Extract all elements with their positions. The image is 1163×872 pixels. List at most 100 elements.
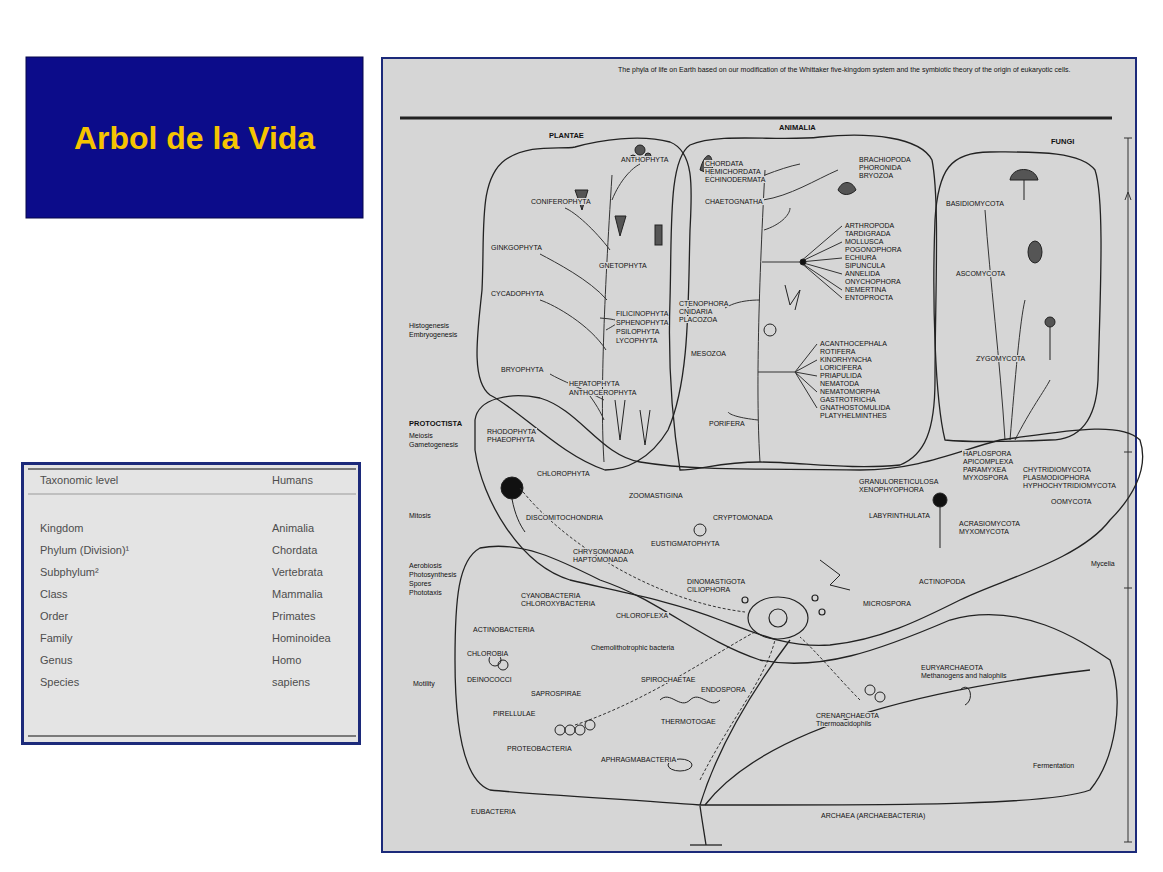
symbiosis-lines xyxy=(575,632,755,725)
phylum-name: EUBACTERIA xyxy=(470,808,517,815)
phylum-name: HYPHOCHYTRIDIOMYCOTA xyxy=(1022,482,1117,489)
table-cell: Kingdom xyxy=(40,522,83,534)
phylum-name: GNATHOSTOMULIDA xyxy=(819,404,891,411)
animal-icons xyxy=(700,156,856,336)
phylum-name: PIRELLULAE xyxy=(492,710,536,717)
animal-icons xyxy=(800,259,806,265)
phylum-name: CHYTRIDIOMYCOTA xyxy=(1022,466,1092,473)
figure-panel xyxy=(382,58,1136,852)
plant-branches xyxy=(540,254,607,300)
protist-icons xyxy=(933,493,947,507)
phylum-name: HEPATOPHYTA xyxy=(568,380,620,387)
bacteria-icons xyxy=(498,660,508,670)
table-cell: sapiens xyxy=(272,676,310,688)
phylum-name: Chemolithotrophic bacteria xyxy=(590,644,675,651)
time-axis xyxy=(1124,842,1132,843)
phylum-name: ANTHOCEROPHYTA xyxy=(568,389,638,396)
process-note: Spores xyxy=(408,580,432,587)
table-cell: Hominoidea xyxy=(272,632,331,644)
animal-branches xyxy=(765,164,800,175)
process-note: Embryogenesis xyxy=(408,331,458,338)
phylum-name: APICOMPLEXA xyxy=(962,458,1014,465)
table-cell: Family xyxy=(40,632,72,644)
phylum-name: KINORHYNCHA xyxy=(819,356,873,363)
kingdom-name: PROTOCTISTA xyxy=(408,420,463,428)
animal-icons xyxy=(838,183,856,195)
animal-branches xyxy=(795,344,817,408)
phylum-name: ARCHAEA (ARCHAEBACTERIA) xyxy=(820,812,926,819)
eukaryotic-cell xyxy=(819,609,825,615)
plant-icons xyxy=(640,410,650,445)
trunk xyxy=(690,640,1090,845)
phylum-name: PHORONIDA xyxy=(858,164,902,171)
phylum-name: CHLOROFLEXA xyxy=(615,612,669,619)
protist-icons xyxy=(512,499,525,532)
protist-icons xyxy=(694,524,706,536)
kingdom-region: PROTOCTISTARHODOPHYTAPHAEOPHYTACHLOROPHY… xyxy=(404,388,1146,652)
phylum-name: LORICIFERA xyxy=(819,364,863,371)
phylum-name: CHAETOGNATHA xyxy=(704,198,764,205)
eukaryotic-cell xyxy=(748,597,808,639)
title-panel xyxy=(26,57,363,218)
phylum-name: BRACHIOPODA xyxy=(858,156,912,163)
phylum-name: ENTOPROCTA xyxy=(844,294,894,301)
fungi-branches xyxy=(1015,380,1050,440)
column-header: Humans xyxy=(272,474,313,486)
protist-icons xyxy=(501,477,523,499)
time-axis xyxy=(1124,452,1132,453)
process-note: Fermentation xyxy=(1032,762,1075,769)
fungi-icons xyxy=(1024,180,1025,200)
fungi-icons xyxy=(1050,327,1051,360)
phylum-name: HAPLOSPORA xyxy=(962,450,1012,457)
phylum-name: ZYGOMYCOTA xyxy=(975,355,1026,362)
phylum-name: CYANOBACTERIA xyxy=(520,592,581,599)
phylum-name: CHLOROPHYTA xyxy=(536,470,591,477)
bacteria-icons xyxy=(565,725,575,735)
title-panel xyxy=(26,57,363,218)
phylum-name: CTENOPHORA xyxy=(678,300,729,307)
region-outline xyxy=(455,546,1117,805)
kingdom-region: PLANTAEANTHOPHYTACONIFEROPHYTAGINKGOPHYT… xyxy=(470,126,702,476)
phylum-name: POGONOPHORA xyxy=(844,246,902,253)
table-panel xyxy=(23,464,360,744)
phylum-name: XENOPHYOPHORA xyxy=(858,486,925,493)
process-note: Mycelia xyxy=(1090,560,1116,567)
animal-branches xyxy=(800,226,842,298)
time-axis xyxy=(1124,138,1132,139)
table-cell: Chordata xyxy=(272,544,317,556)
phylum-name: ACTINOBACTERIA xyxy=(472,626,535,633)
plant-branches xyxy=(565,208,610,250)
eukaryotic-cell xyxy=(769,609,787,627)
trunk xyxy=(690,844,722,845)
phylum-name: PLACOZOA xyxy=(678,316,718,323)
plant-branches xyxy=(550,374,604,400)
phylum-name: DEINOCOCCI xyxy=(466,676,513,683)
phylum-name: SPIROCHAETAE xyxy=(640,676,696,683)
plant-branches xyxy=(540,300,606,350)
phylum-name: OOMYCOTA xyxy=(1050,498,1092,505)
bacteria-icons xyxy=(875,692,885,702)
phylum-name: NEMATODA xyxy=(819,380,860,387)
phylum-name: ACANTHOCEPHALA xyxy=(819,340,888,347)
phylum-name: APHRAGMABACTERIA xyxy=(600,756,677,763)
phylum-name: ZOOMASTIGINA xyxy=(628,492,684,499)
fungi-icons xyxy=(1045,317,1055,327)
region-outline xyxy=(934,152,1101,442)
bacteria-icons xyxy=(489,654,970,771)
phylum-name: ANTHOPHYTA xyxy=(620,156,669,163)
phylum-name: PORIFERA xyxy=(708,420,746,427)
animal-icons xyxy=(785,285,800,310)
table-cell: Homo xyxy=(272,654,301,666)
symbiosis-lines xyxy=(800,637,860,700)
time-axis xyxy=(1124,138,1132,842)
phylum-name: MOLLUSCA xyxy=(844,238,885,245)
bacteria-icons xyxy=(585,720,595,730)
table-cell: Animalia xyxy=(272,522,314,534)
phylum-name: SIPUNCULA xyxy=(844,262,886,269)
table-cell: Mammalia xyxy=(272,588,323,600)
fungi-icons xyxy=(1028,241,1042,263)
kingdom-region: ANIMALIACHORDATAHEMICHORDATAECHINODERMAT… xyxy=(662,118,942,475)
phylum-name: MICROSPORA xyxy=(862,600,912,607)
slide-title: Arbol de la Vida xyxy=(36,62,353,213)
phylum-name: ENDOSPORA xyxy=(700,686,747,693)
